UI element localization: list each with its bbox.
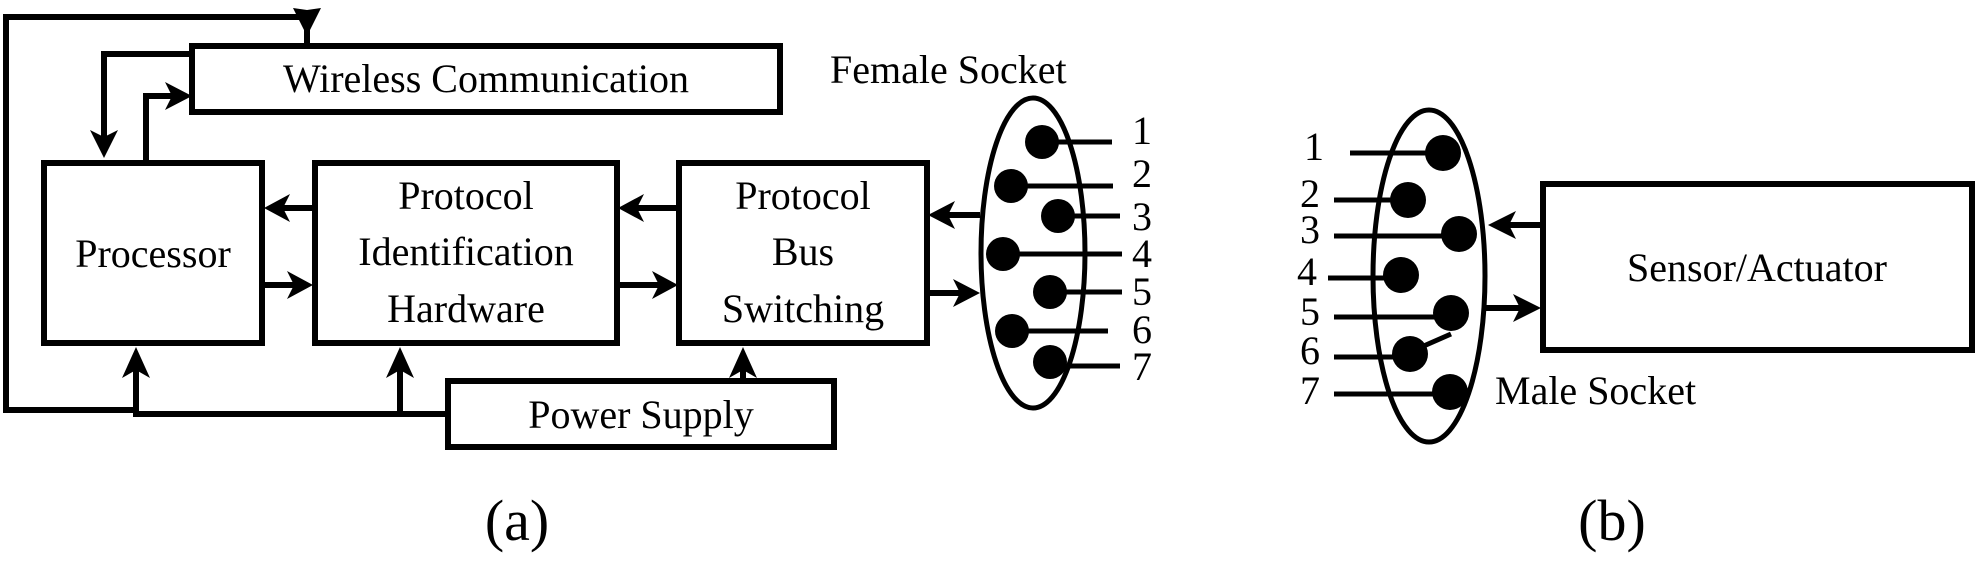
male-pin-1-label: 1 — [1304, 124, 1324, 169]
male-socket-label: Male Socket — [1495, 368, 1696, 413]
wireless-communication-block — [189, 43, 783, 115]
arrow-head-down-processor — [90, 130, 118, 158]
wireless-communication-label: Wireless Communication — [283, 56, 689, 101]
arrow-head-up-processor — [122, 347, 150, 378]
male-pin-7-label: 7 — [1300, 368, 1320, 413]
protocol-bus-line-2: Bus — [772, 229, 834, 274]
figure-b: 1 2 3 4 5 6 7 — [1297, 107, 1975, 553]
female-pin-5-contact — [1033, 275, 1067, 309]
female-pin-1-contact — [1025, 125, 1059, 159]
female-pin-2-contact — [994, 169, 1028, 203]
male-pin-7-contact — [1432, 374, 1468, 410]
arrow-head-up-protocol-id — [386, 347, 414, 378]
female-socket-label: Female Socket — [830, 47, 1067, 92]
female-pin-3-contact — [1041, 199, 1075, 233]
female-pin-7-contact — [1033, 345, 1067, 379]
protocol-bus-line-3: Switching — [722, 286, 884, 331]
arrow-head-right-pid — [287, 271, 313, 299]
male-pin-3-contact — [1441, 216, 1477, 252]
female-pin-2-label: 2 — [1132, 151, 1152, 196]
protocol-id-line-1: Protocol — [398, 173, 534, 218]
protocol-identification-hardware-block — [312, 160, 620, 346]
arrow-head-right-sensor — [1513, 294, 1541, 322]
male-pin-1-contact — [1425, 135, 1461, 171]
processor-block — [41, 160, 265, 346]
arrow-head-left-bus — [928, 201, 955, 229]
male-pin-6-label: 6 — [1300, 328, 1320, 373]
arrow-head-into-wireless-top — [293, 8, 321, 36]
female-pin-3-label: 3 — [1132, 194, 1152, 239]
female-pin-6-label: 6 — [1132, 307, 1152, 352]
female-pin-1-label: 1 — [1132, 108, 1152, 153]
figure-b-caption: (b) — [1578, 488, 1646, 553]
arrow-head-up-bus-switching — [729, 347, 757, 378]
power-bus-wire — [133, 355, 448, 417]
processor-label: Processor — [75, 231, 231, 276]
female-pin-5-label: 5 — [1132, 269, 1152, 314]
power-supply-label: Power Supply — [528, 392, 754, 437]
female-pins: 1 2 3 4 5 6 7 — [986, 108, 1152, 389]
arrow-head-left-male-socket — [1488, 211, 1516, 239]
protocol-bus-line-1: Protocol — [735, 173, 871, 218]
male-pin-2-label: 2 — [1300, 171, 1320, 216]
protocol-id-line-3: Hardware — [387, 286, 545, 331]
male-pin-3-label: 3 — [1300, 207, 1320, 252]
male-pins: 1 2 3 4 5 6 7 — [1297, 124, 1477, 413]
female-pin-7-label: 7 — [1132, 344, 1152, 389]
protocol-id-line-2: Identification — [358, 229, 573, 274]
arrow-head-right-wireless — [165, 82, 192, 110]
wireless-to-processor-wire — [101, 51, 192, 150]
female-pin-6-contact — [995, 314, 1029, 348]
male-pin-6-contact — [1392, 336, 1428, 372]
male-pin-4-contact — [1383, 257, 1419, 293]
figure-a-caption: (a) — [485, 488, 549, 553]
arrow-head-left-processor — [264, 194, 290, 222]
arrow-head-right-bus — [652, 271, 678, 299]
figure-a: Wireless Communication Processor Protoco… — [3, 8, 1152, 553]
male-pin-5-label: 5 — [1300, 289, 1320, 334]
arrow-head-right-socket — [953, 279, 980, 307]
arrow-head-left-pid — [618, 194, 644, 222]
sensor-actuator-label: Sensor/Actuator — [1627, 245, 1887, 290]
male-pin-4-label: 4 — [1297, 249, 1317, 294]
female-pin-4-contact — [986, 237, 1020, 271]
male-pin-5-contact — [1433, 295, 1469, 331]
male-pin-2-contact — [1390, 182, 1426, 218]
sensor-actuator-block — [1540, 181, 1975, 353]
processor-to-wireless-wire — [143, 93, 185, 162]
protocol-bus-switching-block — [676, 160, 930, 346]
female-pin-4-label: 4 — [1132, 231, 1152, 276]
